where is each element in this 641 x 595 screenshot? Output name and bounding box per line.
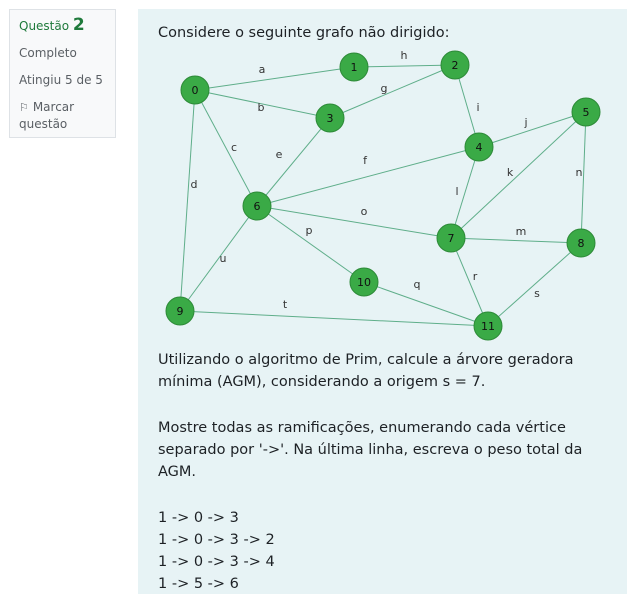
flag-question-label: Marcar questão (19, 100, 75, 131)
graph-edge-label: d (191, 178, 198, 191)
graph-edge-label: c (231, 141, 237, 154)
question-info-panel: Questão 2 Completo Atingiu 5 de 5 ⚐ Marc… (9, 9, 116, 138)
graph-node-10: 10 (349, 267, 379, 297)
question-label: Questão (19, 19, 70, 33)
flag-icon: ⚐ (19, 101, 29, 114)
graph-node-label: 1 (351, 61, 358, 74)
graph-node-label: 5 (583, 106, 590, 119)
question-content: Considere o seguinte grafo não dirigido:… (138, 9, 627, 594)
graph-edge-o (256, 205, 452, 239)
graph-edge-f (256, 146, 480, 207)
graph-node-1: 1 (339, 52, 369, 82)
graph-node-label: 0 (192, 84, 199, 97)
graph-edge-label: h (401, 49, 408, 62)
question-instructions: Mostre todas as ramificações, enumerando… (158, 420, 583, 480)
graph-edge-label: o (361, 205, 368, 218)
graph-edge-label: e (276, 148, 283, 161)
graph-node-6: 6 (242, 191, 272, 221)
answer-line: 1 -> 0 -> 3 -> 2 (158, 532, 275, 548)
question-intro: Considere o seguinte grafo não dirigido: (158, 25, 450, 41)
graph-edge-l (450, 146, 480, 239)
graph-edge-label: l (455, 185, 458, 198)
graph-edge-label: m (516, 225, 527, 238)
graph-node-8: 8 (566, 228, 596, 258)
graph-edge-r (450, 237, 489, 327)
graph-edge-q (363, 281, 489, 327)
graph-edge-s (487, 242, 582, 327)
graph-node-label: 10 (357, 276, 371, 289)
graph-edge-u (179, 205, 258, 312)
graph-edge-label: t (283, 298, 288, 311)
graph-node-11: 11 (473, 311, 503, 341)
answer-text[interactable]: 1 -> 0 -> 3 1 -> 0 -> 3 -> 2 1 -> 0 -> 3… (158, 507, 608, 595)
graph-edge-n (580, 111, 587, 244)
graph-edge-c (194, 89, 258, 207)
graph-edge-label: u (220, 252, 227, 265)
graph-node-2: 2 (440, 50, 470, 80)
graph-node-label: 6 (254, 200, 261, 213)
graph-node-0: 0 (180, 75, 210, 105)
question-number-value: 2 (72, 15, 85, 35)
question-status: Completo (19, 46, 77, 60)
graph-edge-a (194, 66, 355, 91)
graph-edge-label: n (576, 166, 583, 179)
graph-edge-m (450, 237, 582, 244)
graph-edge-label: k (507, 166, 514, 179)
answer-line: 1 -> 5 -> 6 (158, 576, 239, 592)
graph-edge-label: r (473, 270, 478, 283)
graph-node-5: 5 (571, 97, 601, 127)
graph-node-label: 9 (177, 305, 184, 318)
graph-diagram: a h b g i j c d e f k n l o m p u q r s t 0 1 2 3 4 5 6 7 8 9 10 11 (165, 49, 601, 341)
graph-node-label: 4 (476, 141, 483, 154)
graph-edge-g (329, 64, 456, 119)
graph-edge-label: j (523, 116, 527, 129)
graph-node-label: 8 (578, 237, 585, 250)
graph-edge-label: p (306, 224, 313, 237)
graph-edge-label: q (414, 278, 421, 291)
graph-edge-j (478, 111, 587, 148)
graph-edge-b (194, 89, 331, 119)
question-task: Utilizando o algoritmo de Prim, calcule … (158, 352, 574, 390)
graph-node-label: 2 (452, 59, 459, 72)
graph-edge-d (179, 89, 196, 312)
answer-line: 1 -> 0 -> 3 (158, 510, 239, 526)
graph-edge-label: g (381, 82, 388, 95)
question-number: Questão 2 (19, 17, 106, 35)
graph-edge-t (179, 310, 489, 327)
graph-node-label: 3 (327, 112, 334, 125)
graph-node-label: 11 (481, 320, 495, 333)
graph-edge-label: i (476, 101, 479, 114)
graph-edge-label: f (363, 154, 368, 167)
graph-edge-k (450, 111, 587, 239)
flag-question-link[interactable]: ⚐ Marcar questão (19, 99, 106, 133)
graph-node-9: 9 (165, 296, 195, 326)
graph-edge-h (353, 64, 456, 68)
graph-edge-p (256, 205, 365, 283)
graph-node-3: 3 (315, 103, 345, 133)
graph-node-4: 4 (464, 132, 494, 162)
graph-node-label: 7 (448, 232, 455, 245)
question-grade: Atingiu 5 de 5 (19, 73, 103, 87)
graph-edge-label: a (259, 63, 266, 76)
answer-line: 1 -> 0 -> 3 -> 4 (158, 554, 275, 570)
graph-edge-label: s (534, 287, 540, 300)
graph-edge-e (256, 117, 331, 207)
graph-edge-label: b (258, 101, 265, 114)
graph-node-7: 7 (436, 223, 466, 253)
